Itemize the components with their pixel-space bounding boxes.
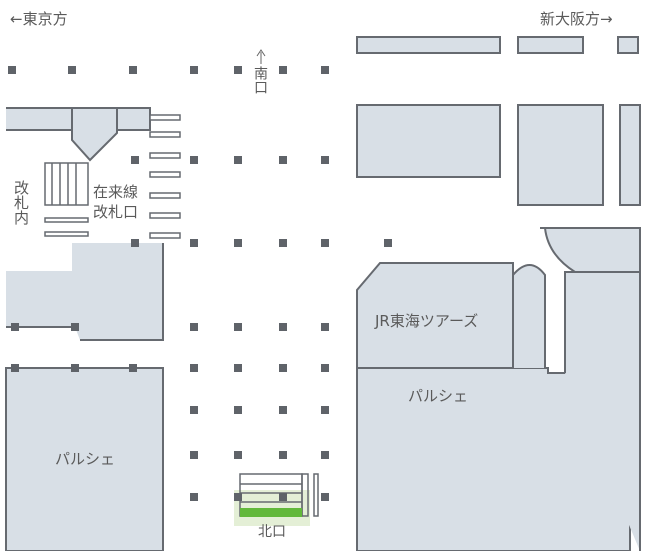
pillar — [8, 66, 16, 74]
pillar — [321, 364, 329, 372]
conventional-gate-label: 在来線改札口 — [93, 183, 139, 221]
escalators — [44, 114, 181, 239]
gate-inside-label: 改札内 — [12, 180, 30, 225]
building-block — [617, 36, 639, 54]
palche-right-label: パルシェ — [408, 387, 469, 405]
palche-left — [5, 367, 164, 551]
pillar — [129, 364, 137, 372]
pillar — [279, 451, 287, 459]
pillar — [11, 364, 19, 372]
pillar — [190, 493, 198, 501]
north-exit-marker — [240, 508, 302, 517]
pillar — [321, 493, 329, 501]
building-block — [356, 104, 501, 178]
pillar — [68, 66, 76, 74]
pillar — [279, 493, 287, 501]
direction-west: ←東京方 — [10, 10, 68, 28]
pillar — [279, 323, 287, 331]
room-left-mid — [6, 243, 163, 340]
pillar — [321, 406, 329, 414]
direction-east: 新大阪方→ — [540, 10, 613, 28]
pillar — [190, 406, 198, 414]
palche-left-label: パルシェ — [55, 450, 116, 468]
arrow-up-icon — [256, 49, 266, 64]
pillar — [71, 323, 79, 331]
pillar — [234, 156, 242, 164]
jr-tours-label: JR東海ツアーズ — [375, 312, 479, 330]
pillar — [11, 323, 19, 331]
building-block — [356, 36, 501, 54]
pillars — [8, 66, 392, 501]
room-right-top — [540, 227, 641, 273]
stair-right — [512, 264, 546, 368]
south-exit-label[interactable]: 南口 — [252, 66, 268, 94]
pillar — [234, 493, 242, 501]
building-block — [517, 36, 584, 54]
pillar — [190, 323, 198, 331]
gate-structure — [71, 107, 118, 162]
pillar — [321, 239, 329, 247]
pillar — [279, 364, 287, 372]
pillar — [131, 239, 139, 247]
pillar — [321, 323, 329, 331]
pillar — [234, 239, 242, 247]
pillar — [279, 406, 287, 414]
pillar — [321, 66, 329, 74]
pillar — [190, 239, 198, 247]
pillar — [234, 406, 242, 414]
pillar — [234, 66, 242, 74]
pillar — [71, 364, 79, 372]
pillar — [129, 66, 137, 74]
pillar — [234, 323, 242, 331]
pillar — [279, 66, 287, 74]
north-exit-label[interactable]: 北口 — [258, 524, 286, 540]
pillar — [321, 451, 329, 459]
pillar — [190, 364, 198, 372]
pillar — [279, 239, 287, 247]
pillar — [384, 239, 392, 247]
pillar — [190, 451, 198, 459]
pillar — [190, 156, 198, 164]
building-block — [517, 104, 604, 206]
building-block — [619, 104, 641, 206]
pillar — [234, 451, 242, 459]
pillar — [321, 156, 329, 164]
pillar — [131, 156, 139, 164]
pillar — [279, 156, 287, 164]
pillar — [234, 364, 242, 372]
pillar — [190, 66, 198, 74]
